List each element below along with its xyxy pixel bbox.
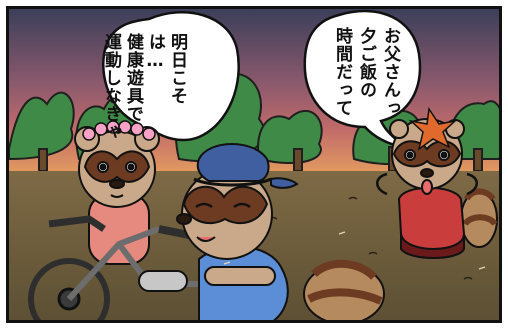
mother-raccoon: [74, 126, 160, 265]
father-raccoon: [176, 143, 299, 320]
scene-illustration: [9, 9, 499, 320]
leaf-icon: [408, 106, 458, 151]
ground-highlights: [223, 231, 486, 270]
father-line-3: 運動しなきゃ: [101, 33, 121, 141]
father-raccoon-tail: [303, 259, 385, 320]
son-raccoon-tail: [460, 188, 498, 248]
flower-crown: [82, 120, 156, 141]
father-line-1: 明日こそは…: [145, 33, 187, 105]
son-line-2: 夕ご飯の: [356, 27, 376, 99]
son-line-3: 時間だって: [332, 27, 352, 117]
son-line-1: お父さんっ: [380, 27, 400, 117]
father-line-2: 健康遊具で: [123, 33, 143, 123]
comic-panel: 明日こそは… 健康遊具で 運動しなきゃ お父さんっ 夕ご飯の 時間だって: [6, 6, 502, 323]
